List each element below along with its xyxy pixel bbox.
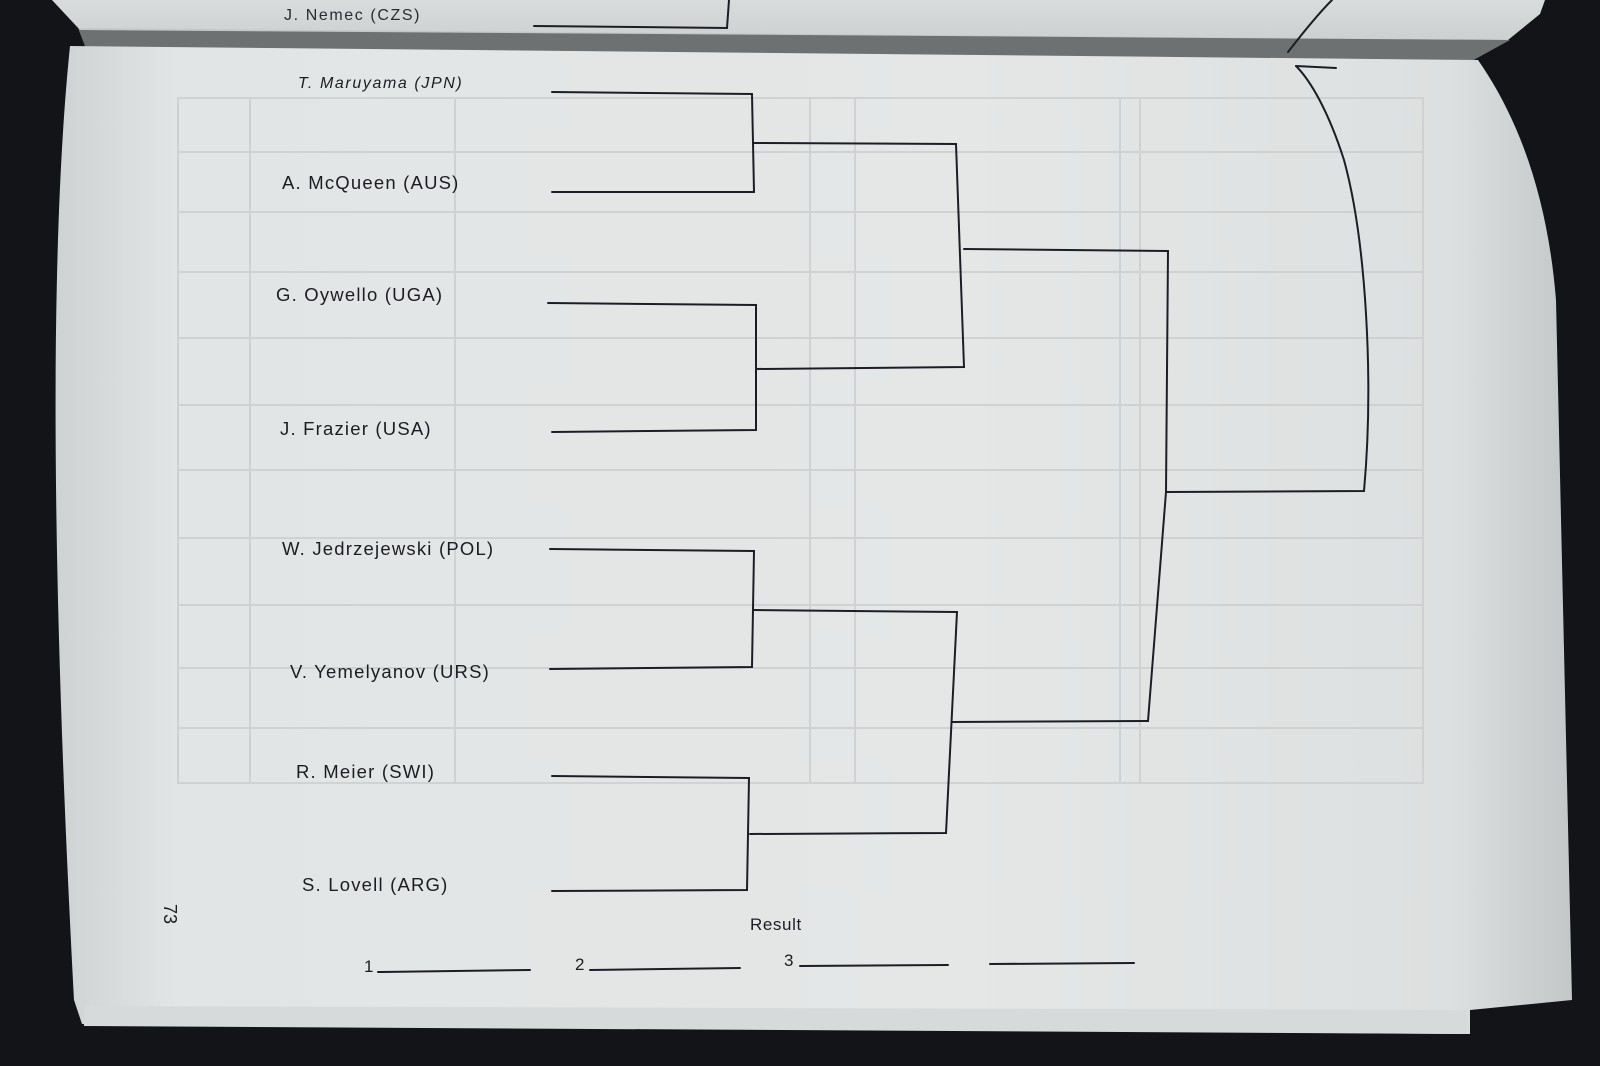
- player-name-frazier: J. Frazier (USA): [280, 418, 432, 439]
- player-name-mcqueen: A. McQueen (AUS): [282, 172, 460, 193]
- player-name-oywello: G. Oywello (UGA): [276, 284, 444, 305]
- bracket-line-nemec: [533, 0, 730, 30]
- player-name-nemec: J. Nemec (CZS): [284, 7, 422, 24]
- result-line-2: [589, 967, 741, 971]
- page-number: 73: [160, 903, 181, 925]
- player-name-yemelyanov: V. Yemelyanov (URS): [290, 661, 491, 682]
- player-name-meier: R. Meier (SWI): [296, 761, 436, 782]
- result-place-1: 1: [364, 957, 374, 976]
- bracket-winner-top-tick: [1295, 65, 1337, 69]
- result-line-4: [989, 962, 1135, 965]
- player-name-lovell: S. Lovell (ARG): [302, 874, 449, 895]
- page: [55, 46, 1573, 1034]
- bracket-match-2: [547, 302, 757, 433]
- previous-page-strip: [52, 0, 1545, 40]
- bracket-final-top: [963, 248, 1170, 493]
- page-bottom-edge: [84, 1006, 1468, 1034]
- player-name-maruyama: T. Maruyama (JPN): [298, 75, 464, 92]
- bracket-line-top-arc: [1287, 0, 1333, 53]
- player-name-jedrzejewski: W. Jedrzejewski (POL): [282, 538, 495, 559]
- bracket-semis-top: [753, 142, 966, 370]
- bracket-final-bottom: [951, 491, 1167, 723]
- bracket-lines: [377, 0, 1370, 973]
- result-line-3: [799, 964, 949, 967]
- bracket-match-4: [551, 775, 751, 892]
- bleed-through-table: [177, 97, 1424, 784]
- bracket-winner-line: [1165, 65, 1370, 493]
- result-place-2: 2: [575, 955, 585, 974]
- result-line-1: [377, 969, 531, 973]
- result-title: Result: [750, 915, 802, 934]
- result-place-3: 3: [784, 951, 794, 970]
